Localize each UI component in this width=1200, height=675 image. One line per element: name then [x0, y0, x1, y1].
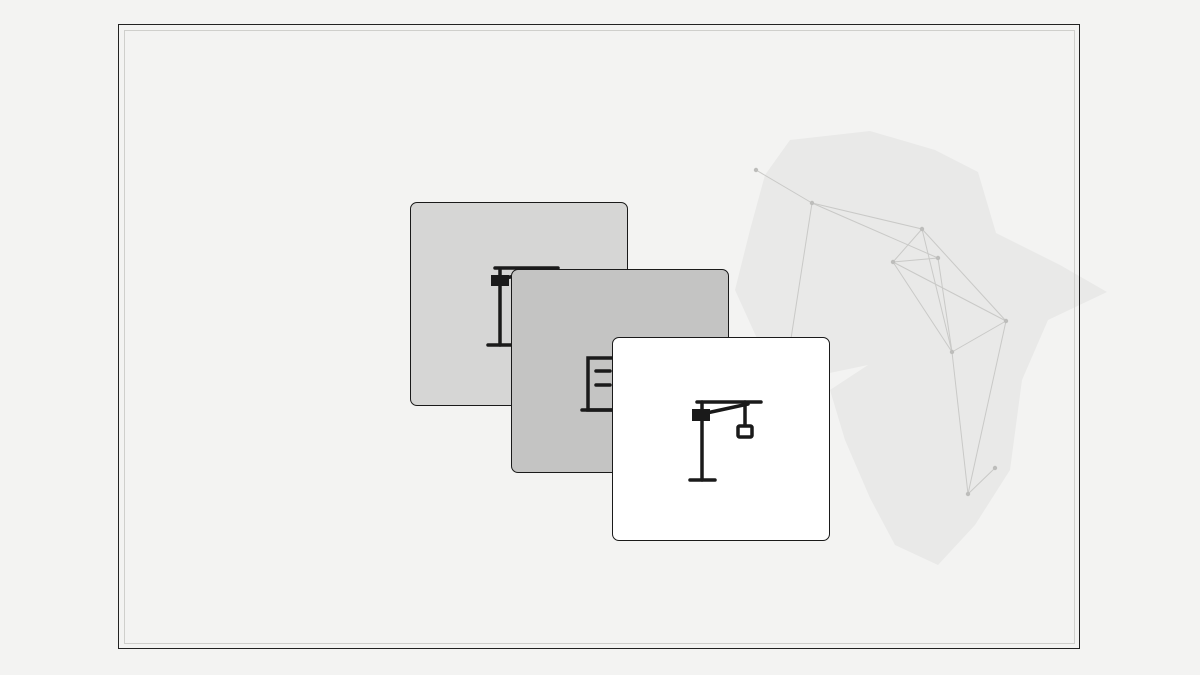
card-front [612, 337, 830, 541]
network-node [890, 259, 896, 265]
crane-icon [688, 400, 763, 482]
network-node [1003, 318, 1009, 324]
inner-frame [124, 30, 1075, 644]
outer-frame [118, 24, 1080, 649]
network-node [919, 226, 925, 232]
network-node [809, 200, 815, 206]
network-node [753, 167, 759, 173]
network-node [992, 465, 998, 471]
network-node [965, 491, 971, 497]
continent-silhouette [735, 131, 1107, 565]
network-node [935, 255, 941, 261]
network-node [949, 349, 955, 355]
